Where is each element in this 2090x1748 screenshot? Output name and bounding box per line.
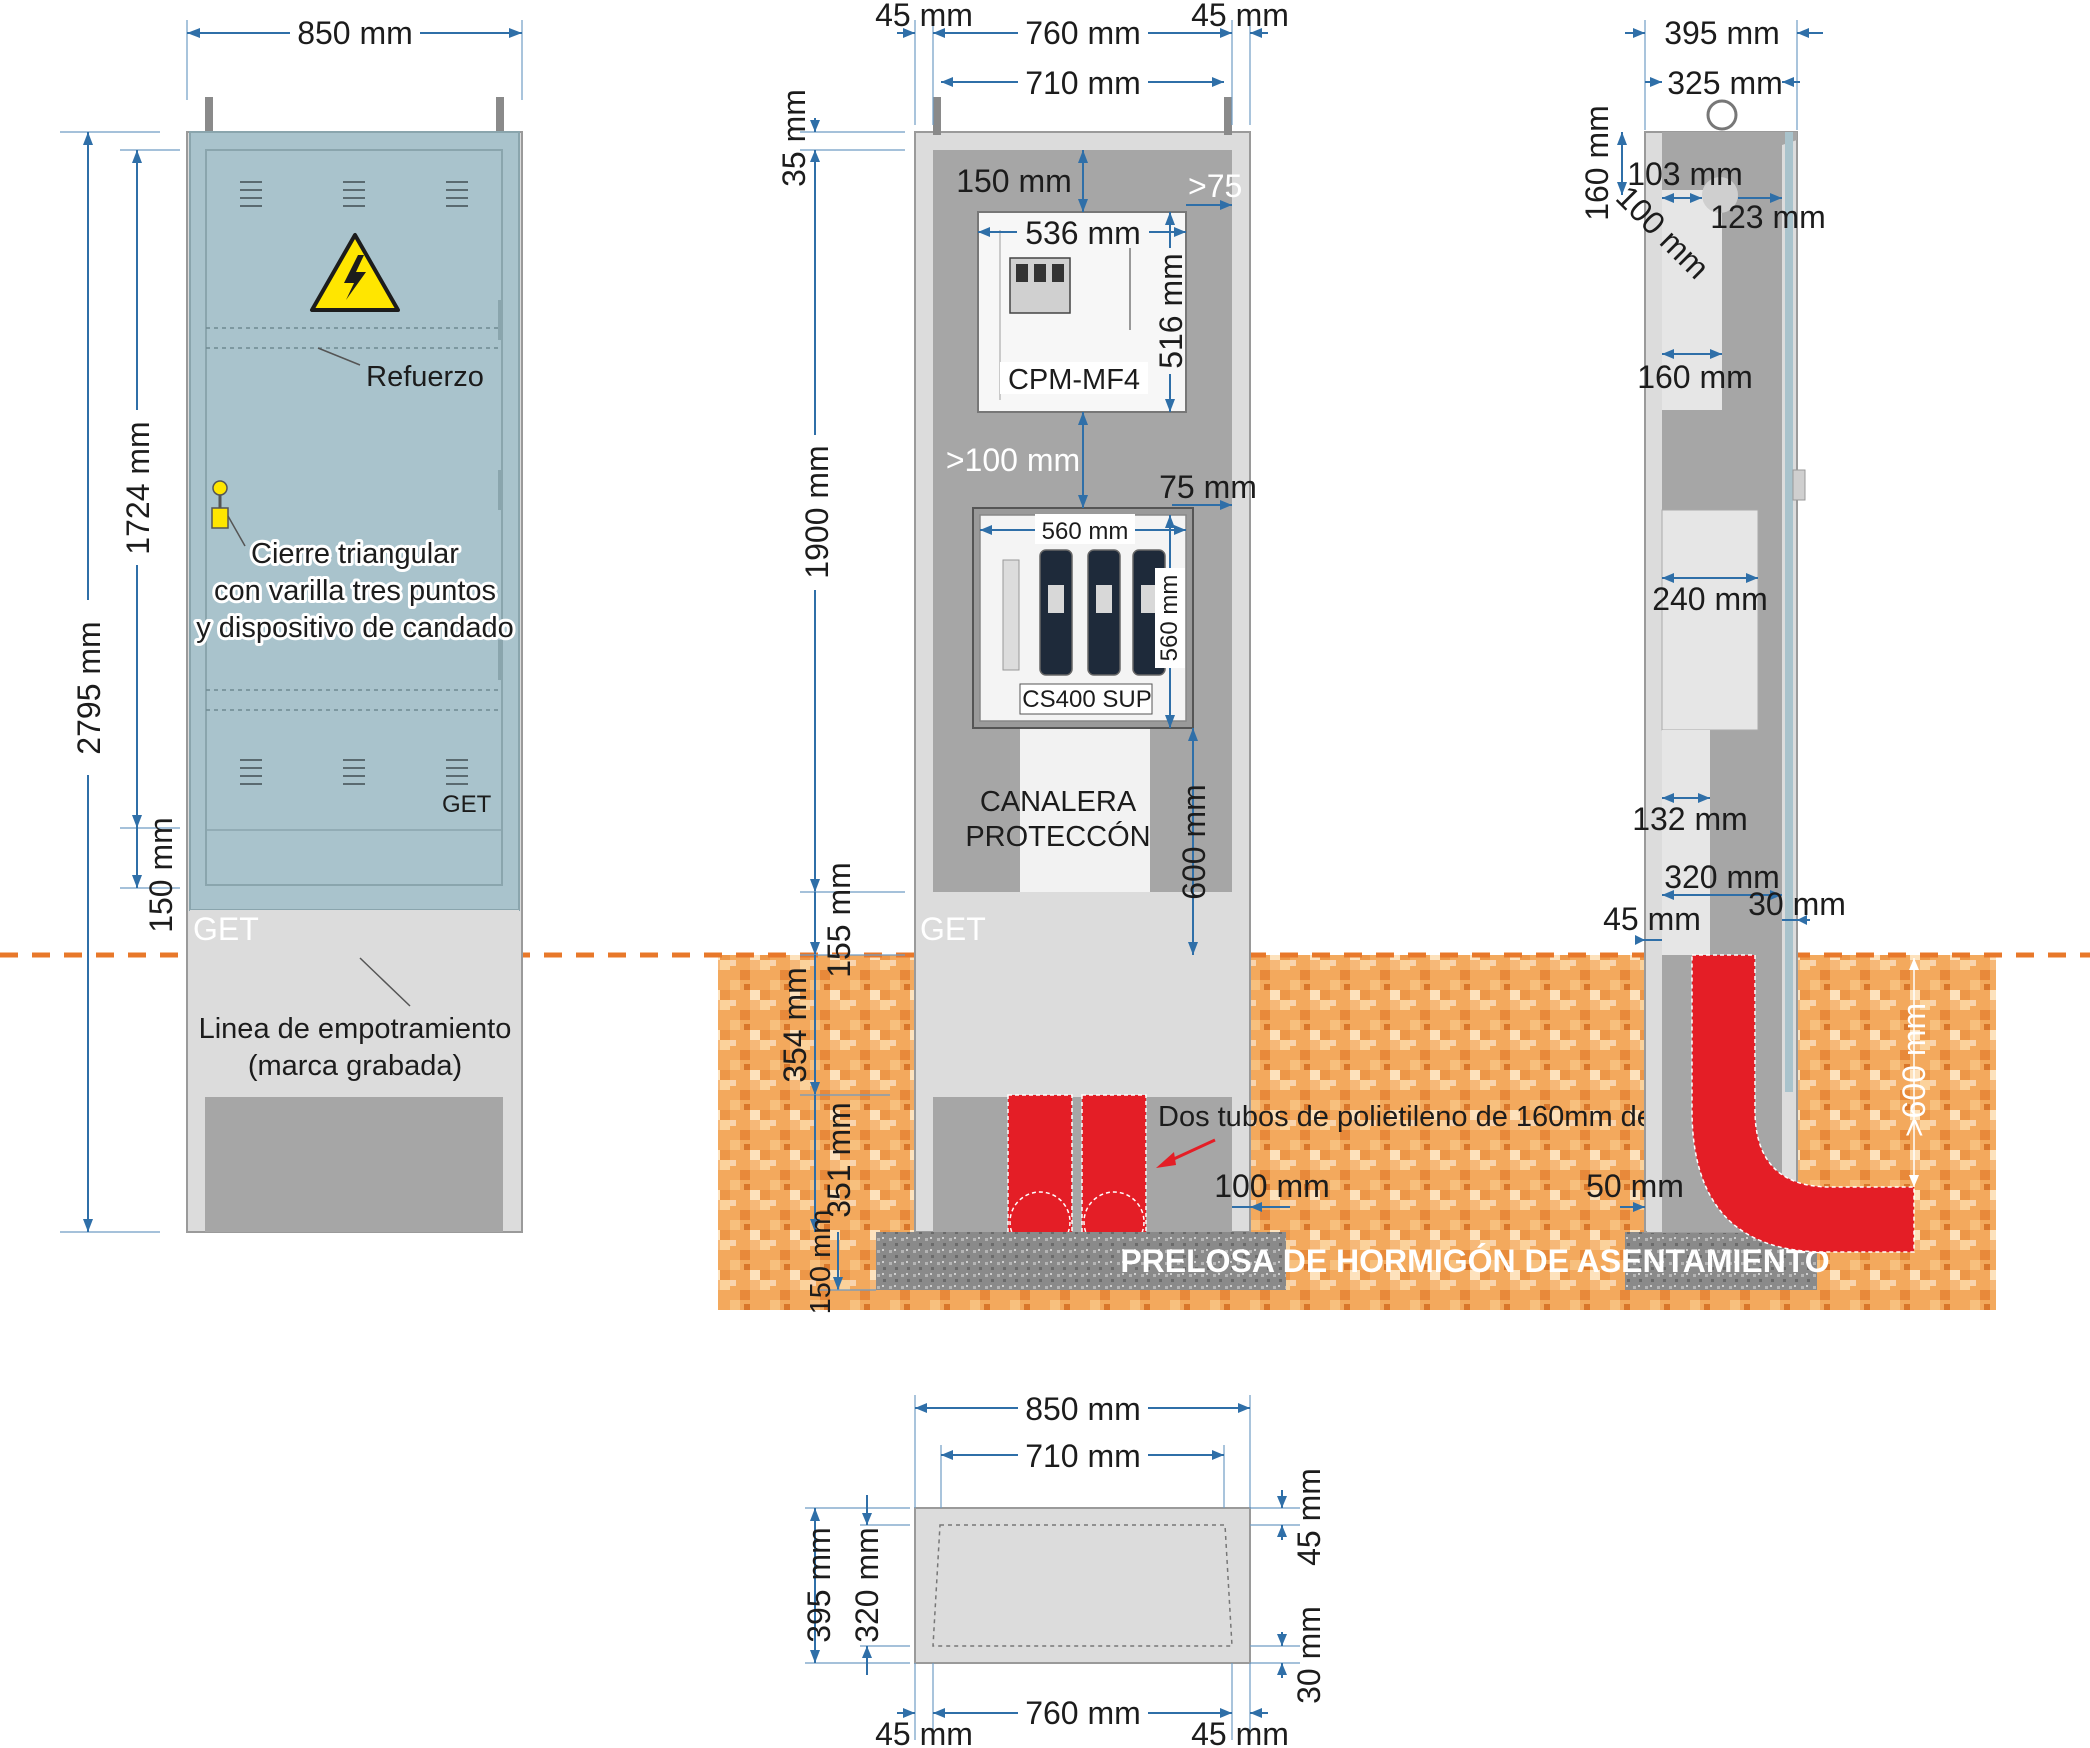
between-clearance-label: >100 mm [946, 442, 1080, 478]
above-ground-label: 155 mm [821, 862, 857, 978]
side-320-label: 320 mm [1664, 859, 1780, 895]
vent-bottom-center [343, 759, 365, 785]
plan-left-label: 45 mm [875, 1716, 973, 1748]
reinforcement-label: Refuerzo [366, 361, 484, 393]
door-panel-outline [205, 149, 503, 886]
lifting-eye [1706, 99, 1738, 131]
total-height-label: 2795 mm [71, 621, 107, 754]
vent-bottom-left [240, 759, 262, 785]
side-right-label: 45 mm [1191, 0, 1289, 33]
cs-name-label: CS400 SUP [1022, 686, 1151, 713]
channel-label-1: CANALERA [980, 786, 1137, 818]
pipe-depth-label: 351 mm [821, 1102, 857, 1218]
cpm-label-bg [1000, 362, 1148, 394]
concrete-slab-left [876, 1232, 1286, 1290]
base-height-label: 150 mm [143, 817, 179, 933]
side-view: 395 mm 325 mm 160 mm 103 mm 123 mm 100 m… [1579, 15, 1932, 1253]
side-clearance-label: >75 mm [1188, 168, 1304, 204]
cs-side-label: 75 mm [1159, 469, 1257, 505]
pipe-side-label: 100 mm [1214, 1168, 1330, 1204]
lock-label-2: con varilla tres puntos [214, 575, 496, 607]
usable-height-label: 1900 mm [799, 445, 835, 578]
plan-depth-label: 395 mm [801, 1527, 837, 1643]
embed-line-label-1: Linea de empotramiento [199, 1013, 512, 1045]
top-gap-label: 35 mm [776, 89, 812, 187]
side-160-label: 160 mm [1637, 359, 1753, 395]
side-50-label: 50 mm [1586, 1168, 1684, 1204]
side-123-label: 123 mm [1710, 199, 1826, 235]
lock-label-1: Cierre triangular [251, 538, 459, 570]
cs-height-label: 560 mm [1156, 575, 1183, 662]
plan-inner-outline [932, 1524, 1233, 1647]
plan-right-label: 45 mm [1191, 1716, 1289, 1748]
vent-top-left [240, 181, 262, 207]
side-top-ring [1702, 177, 1738, 213]
cs-label-bg [1019, 683, 1153, 715]
door-height-label: 1724 mm [120, 421, 156, 554]
embed-line-label-2: (marca grabada) [248, 1050, 462, 1082]
right-lifting-lug [496, 97, 504, 135]
channel-label-2: PROTECCÓN [965, 820, 1150, 853]
plan-width-label: 850 mm [1025, 1391, 1141, 1427]
plan-outline [914, 1507, 1251, 1664]
vent-bottom-right [446, 759, 468, 785]
cpm-height-label: 516 mm [1153, 253, 1189, 369]
side-handle [1792, 469, 1806, 501]
cs-width-label: 560 mm [1042, 518, 1129, 545]
front-base-top [190, 910, 519, 955]
side-top-height-label: 160 mm [1579, 105, 1615, 221]
side-240-label: 240 mm [1652, 581, 1768, 617]
hinge-top [498, 300, 503, 340]
plan-side-bottom-label: 30 mm [1291, 1606, 1327, 1704]
hinge-bottom [498, 640, 503, 680]
interior-embedded-plinth [918, 955, 1248, 1095]
lock-label-3: y dispositivo de candado [196, 612, 514, 644]
side-103-label: 103 mm [1627, 156, 1743, 192]
side-door-edge [1785, 132, 1793, 1092]
vent-top-right [446, 181, 468, 207]
side-30-label: 30 mm [1748, 886, 1846, 922]
side-depth-label: 395 mm [1664, 15, 1780, 51]
top-clearance-label: 150 mm [956, 163, 1072, 199]
brand-logo: GET [193, 911, 259, 947]
embed-depth-label: 354 mm [777, 967, 813, 1083]
inner-width-label: 760 mm [1025, 15, 1141, 51]
plan-side-top-label: 45 mm [1291, 1468, 1327, 1566]
side-module [1661, 509, 1759, 731]
cpm-name-label: CPM-MF4 [1008, 364, 1140, 396]
plan-view: 850 mm 710 mm 395 mm 320 mm 45 mm [801, 1391, 1327, 1748]
brand-small: GET [442, 791, 492, 818]
interior-view: CPM-MF4 CS400 SUP CANALERA PROTECCÓN GET [776, 0, 1830, 1314]
vent-top-center [343, 181, 365, 207]
high-voltage-warning-icon [310, 233, 400, 312]
plan-rail-label: 710 mm [1025, 1438, 1141, 1474]
front-view: GET GET Refuerzo Cierre triangular con v… [60, 15, 523, 1233]
side-inner-depth-label: 325 mm [1667, 65, 1783, 101]
pipes-note: Dos tubos de polietileno de 160mm de O [1158, 1101, 1684, 1133]
bottom-clearance-label: 600 mm [1176, 784, 1212, 900]
cable-channel [1020, 728, 1150, 892]
side-left-label: 45 mm [875, 0, 973, 33]
cpm-width-label: 536 mm [1025, 215, 1141, 251]
side-45-label: 45 mm [1603, 901, 1701, 937]
width-label: 850 mm [297, 15, 413, 51]
front-base-recess [205, 1097, 503, 1232]
side-600-label: >600 mm [1896, 1003, 1932, 1137]
side-132-label: 132 mm [1632, 801, 1748, 837]
plan-inner-depth-label: 320 mm [849, 1527, 885, 1643]
interior-brand: GET [920, 911, 986, 947]
bent-conduit [1691, 954, 1915, 1253]
triangular-lock-icon [211, 480, 229, 529]
slab-thickness-label: 150 mm [805, 1210, 837, 1315]
slab-label: PRELOSA DE HORMIGÓN DE ASENTAMIENTO [1120, 1243, 1829, 1279]
front-embedded-plinth [190, 955, 519, 1095]
left-lifting-lug [205, 97, 213, 135]
plan-inner-label: 760 mm [1025, 1695, 1141, 1731]
hinge-middle [498, 470, 503, 510]
rail-width-label: 710 mm [1025, 65, 1141, 101]
